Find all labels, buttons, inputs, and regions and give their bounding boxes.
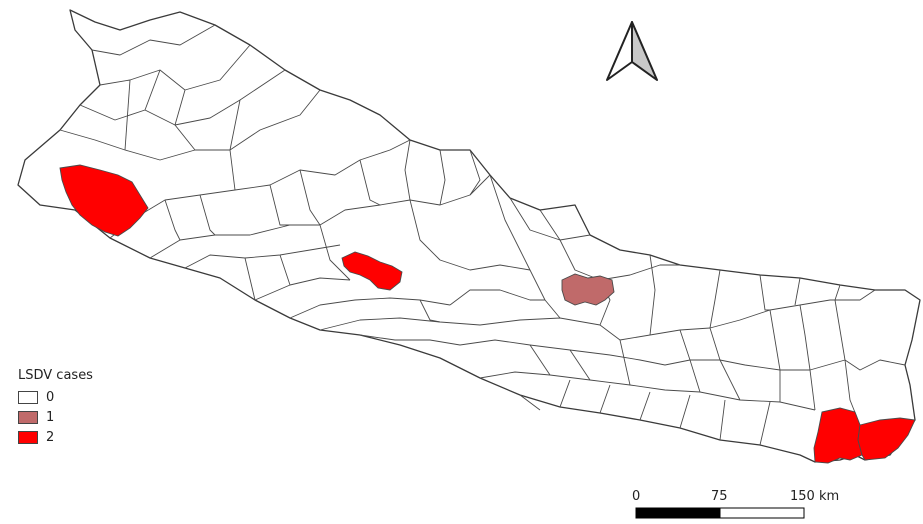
legend-item: 2 <box>18 427 93 447</box>
legend-item: 1 <box>18 407 93 427</box>
legend-label: 2 <box>46 429 55 445</box>
district-boundaries <box>59 24 906 446</box>
legend-item: 0 <box>18 387 93 407</box>
central-west-district <box>341 251 403 291</box>
scale-label-150: 150 km <box>790 489 840 504</box>
east-district-a <box>813 407 863 464</box>
scale-label-0: 0 <box>632 489 641 504</box>
country-outline <box>17 9 921 463</box>
legend-title: LSDV cases <box>18 368 93 383</box>
legend-swatch-2 <box>18 430 38 444</box>
legend-label: 0 <box>46 389 55 405</box>
scale-bar <box>635 507 805 519</box>
scale-label-75: 75 <box>711 489 728 504</box>
north-arrow-icon <box>606 21 658 81</box>
legend-swatch-1 <box>18 410 38 424</box>
east-district-b <box>857 417 916 461</box>
legend-label: 1 <box>46 409 55 425</box>
far-west-district <box>59 164 149 237</box>
map-legend: LSDV cases 0 1 2 <box>18 368 93 447</box>
central-district <box>561 273 615 306</box>
legend-swatch-0 <box>18 390 38 404</box>
